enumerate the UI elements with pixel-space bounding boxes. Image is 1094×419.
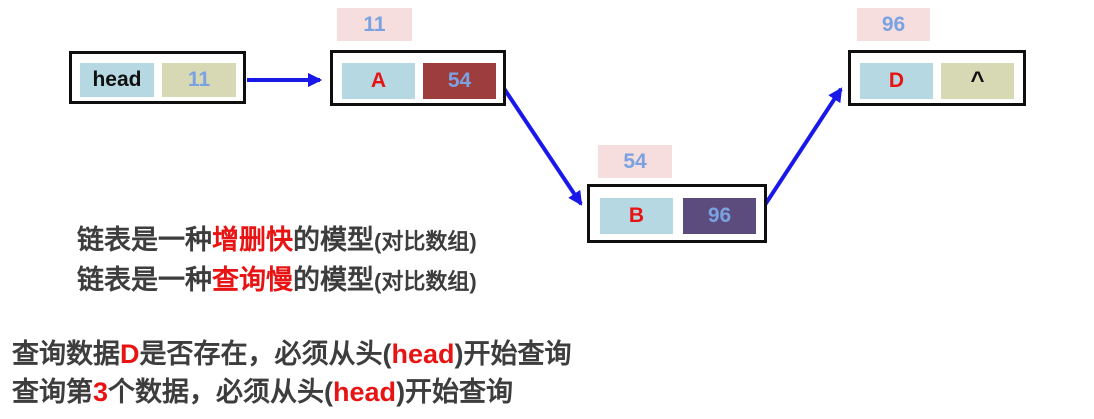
note-text-highlight: head [391, 339, 455, 369]
note-text: )开始查询 [396, 377, 514, 407]
node-b-pointer-cell: 96 [683, 198, 756, 234]
note-text-highlight: 查询慢 [212, 265, 293, 295]
arrow-node-b-to-node-d [755, 87, 843, 219]
node-a-pointer-cell: 54 [423, 63, 496, 99]
node-d: D ^ [848, 50, 1026, 106]
note-text-highlight: 增删快 [212, 225, 293, 255]
head-node-pointer-cell: 11 [162, 63, 236, 97]
note-text-paren: (对比数组) [374, 229, 477, 254]
model-note-line-2: 链表是一种查询慢的模型(对比数组) [77, 261, 477, 301]
note-text: 查询数据 [12, 339, 120, 369]
note-text-paren: (对比数组) [374, 269, 477, 294]
node-d-data-cell: D [860, 63, 933, 99]
note-text: 是否存在，必须从头( [139, 339, 392, 369]
model-notes: 链表是一种增删快的模型(对比数组) 链表是一种查询慢的模型(对比数组) [77, 221, 477, 301]
note-text: 链表是一种 [77, 265, 212, 295]
address-label-node-a: 11 [337, 8, 412, 41]
note-text: 的模型 [293, 265, 374, 295]
arrow-node-a-to-node-b [497, 79, 583, 206]
address-label-node-b: 54 [598, 145, 672, 178]
note-text-highlight: D [120, 339, 140, 369]
note-text: 个数据，必须从头( [108, 377, 334, 407]
model-note-line-1: 链表是一种增删快的模型(对比数组) [77, 221, 477, 261]
note-text-highlight: head [333, 377, 397, 407]
node-a-data-cell: A [342, 63, 415, 99]
query-note-line-2: 查询第3个数据，必须从头(head)开始查询 [12, 373, 572, 411]
note-text: 查询第 [12, 377, 93, 407]
note-text: )开始查询 [454, 339, 572, 369]
query-note-line-1: 查询数据D是否存在，必须从头(head)开始查询 [12, 335, 572, 373]
head-node-label-cell: head [80, 63, 154, 97]
node-b: B 96 [587, 184, 767, 243]
note-text: 的模型 [293, 225, 374, 255]
node-a: A 54 [330, 50, 506, 106]
node-d-null-pointer-cell: ^ [941, 63, 1014, 99]
query-notes: 查询数据D是否存在，必须从头(head)开始查询 查询第3个数据，必须从头(he… [12, 335, 572, 411]
head-node: head 11 [69, 51, 246, 104]
note-text: 链表是一种 [77, 225, 212, 255]
note-text-highlight: 3 [93, 377, 109, 407]
node-b-data-cell: B [600, 198, 673, 234]
address-label-node-d: 96 [857, 8, 930, 41]
